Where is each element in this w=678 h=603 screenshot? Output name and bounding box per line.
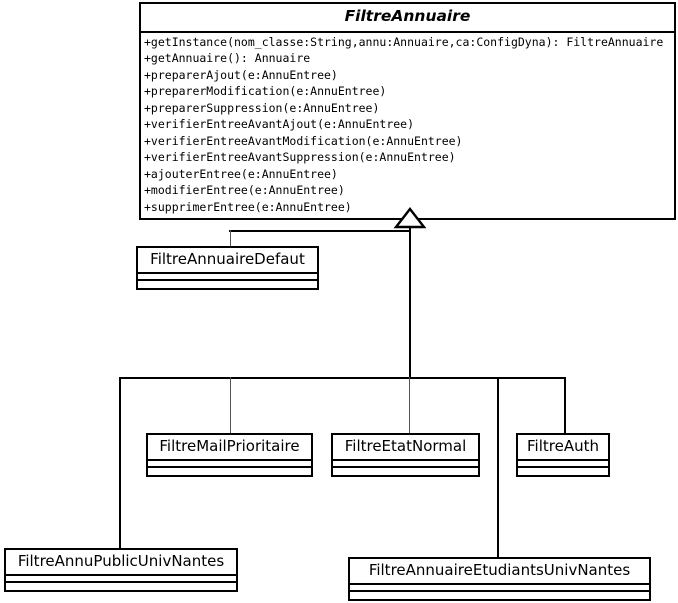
operation-verifier-entree-avant-modification: +verifierEntreeAvantModification(e:AnnuE… bbox=[144, 133, 463, 148]
class-operations-filtre-annuaire-defaut bbox=[138, 279, 317, 288]
class-name-filtre-etat-normal: FiltreEtatNormal bbox=[344, 437, 467, 455]
class-name-filtre-annuaire-etudiants-univ-nantes: FiltreAnnuaireEtudiantsUnivNantes bbox=[368, 561, 631, 579]
generalization-bus bbox=[119, 377, 566, 379]
class-attributes-filtre-mail-prioritaire bbox=[148, 459, 311, 466]
class-box-filtre-etat-normal[interactable]: FiltreEtatNormal bbox=[331, 433, 480, 477]
generalization-branch-auth bbox=[564, 377, 566, 435]
class-attributes-filtre-annuaire-defaut bbox=[138, 272, 317, 279]
class-box-filtre-annu-public-univ-nantes[interactable]: FiltreAnnuPublicUnivNantes bbox=[4, 548, 238, 592]
class-operations-filtre-annuaire: +getInstance(nom_classe:String,annu:Annu… bbox=[141, 30, 674, 218]
class-attributes-filtre-annu-public-univ-nantes bbox=[6, 574, 236, 581]
class-operations-filtre-etat-normal bbox=[333, 466, 478, 475]
generalization-branch-public-univ-nantes bbox=[119, 377, 121, 549]
operation-get-instance: +getInstance(nom_classe:String,annu:Annu… bbox=[144, 34, 664, 49]
operation-verifier-entree-avant-ajout: +verifierEntreeAvantAjout(e:AnnuEntree) bbox=[144, 117, 415, 132]
class-attributes-filtre-annuaire-etudiants-univ-nantes bbox=[350, 583, 649, 590]
class-box-filtre-annuaire-defaut[interactable]: FiltreAnnuaireDefaut bbox=[136, 246, 319, 290]
operation-supprimer-entree: +supprimerEntree(e:AnnuEntree) bbox=[144, 199, 352, 214]
generalization-branch-etudiants-univ-nantes bbox=[497, 377, 499, 559]
generalization-trunk bbox=[409, 225, 411, 379]
operation-get-annuaire: +getAnnuaire(): Annuaire bbox=[144, 51, 311, 66]
operation-verifier-entree-avant-suppression: +verifierEntreeAvantSuppression(e:AnnuEn… bbox=[144, 150, 456, 165]
class-operations-filtre-annu-public-univ-nantes bbox=[6, 581, 236, 590]
generalization-branch-defaut-vertical bbox=[230, 230, 231, 248]
operation-preparer-modification: +preparerModification(e:AnnuEntree) bbox=[144, 84, 387, 99]
class-operations-filtre-annuaire-etudiants-univ-nantes bbox=[350, 590, 649, 599]
generalization-branch-etat-normal bbox=[409, 377, 410, 435]
generalization-branch-mail-prioritaire bbox=[230, 377, 231, 435]
class-operations-filtre-mail-prioritaire bbox=[148, 466, 311, 475]
class-name-filtre-annuaire: FiltreAnnuaire bbox=[344, 7, 471, 25]
class-attributes-filtre-etat-normal bbox=[333, 459, 478, 466]
operation-preparer-suppression: +preparerSuppression(e:AnnuEntree) bbox=[144, 100, 380, 115]
generalization-triangle-icon bbox=[393, 207, 427, 229]
class-name-filtre-auth: FiltreAuth bbox=[527, 437, 599, 455]
operation-preparer-ajout: +preparerAjout(e:AnnuEntree) bbox=[144, 67, 338, 82]
class-box-filtre-mail-prioritaire[interactable]: FiltreMailPrioritaire bbox=[146, 433, 313, 477]
class-box-filtre-auth[interactable]: FiltreAuth bbox=[516, 433, 610, 477]
class-name-filtre-mail-prioritaire: FiltreMailPrioritaire bbox=[159, 437, 300, 455]
generalization-branch-defaut-horizontal bbox=[229, 230, 411, 232]
operation-modifier-entree: +modifierEntree(e:AnnuEntree) bbox=[144, 183, 345, 198]
class-box-filtre-annuaire-etudiants-univ-nantes[interactable]: FiltreAnnuaireEtudiantsUnivNantes bbox=[348, 557, 651, 601]
operation-ajouter-entree: +ajouterEntree(e:AnnuEntree) bbox=[144, 166, 338, 181]
class-operations-filtre-auth bbox=[518, 466, 608, 475]
class-attributes-filtre-auth bbox=[518, 459, 608, 466]
class-box-filtre-annuaire[interactable]: FiltreAnnuaire +getInstance(nom_classe:S… bbox=[139, 2, 676, 220]
class-name-filtre-annu-public-univ-nantes: FiltreAnnuPublicUnivNantes bbox=[17, 552, 225, 570]
class-name-filtre-annuaire-defaut: FiltreAnnuaireDefaut bbox=[150, 250, 305, 268]
